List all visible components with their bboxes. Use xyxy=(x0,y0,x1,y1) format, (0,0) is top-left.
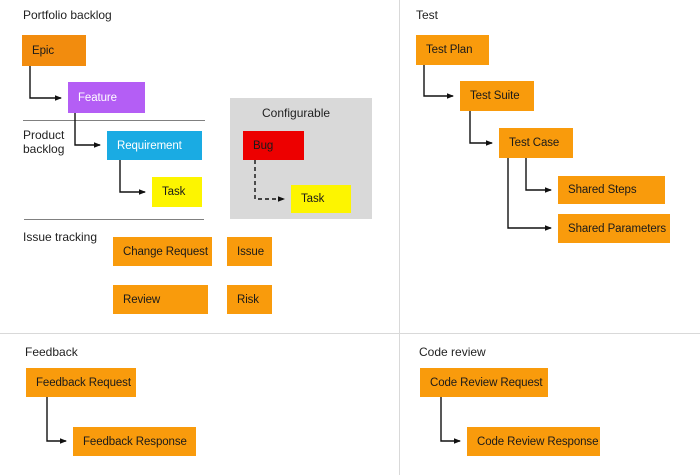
node-test-case[interactable]: Test Case xyxy=(499,128,573,158)
configurable-group-title: Configurable xyxy=(262,106,331,120)
node-requirement[interactable]: Requirement xyxy=(107,131,202,160)
node-task-product[interactable]: Task xyxy=(152,177,202,207)
connector-testcase-to-sharedparameters xyxy=(507,158,552,231)
node-test-plan[interactable]: Test Plan xyxy=(416,35,489,65)
node-code-review-response[interactable]: Code Review Response xyxy=(467,427,600,456)
section-label-feedback: Feedback xyxy=(25,345,78,359)
connector-testsuite-to-testcase xyxy=(469,111,493,146)
connector-testplan-to-testsuite xyxy=(423,65,454,99)
section-label-issue-tracking: Issue tracking xyxy=(23,230,98,244)
node-code-review-request[interactable]: Code Review Request xyxy=(420,368,548,397)
node-epic[interactable]: Epic xyxy=(22,35,86,66)
node-task-configurable[interactable]: Task xyxy=(291,185,351,213)
section-rule-1 xyxy=(23,120,205,121)
connector-epic-to-feature xyxy=(29,66,62,101)
section-rule-2 xyxy=(24,219,204,220)
connector-feature-to-requirement xyxy=(74,113,101,148)
node-shared-steps[interactable]: Shared Steps xyxy=(558,176,665,204)
connector-requirement-to-task xyxy=(119,160,146,195)
node-feedback-request[interactable]: Feedback Request xyxy=(26,368,136,397)
section-label-test: Test xyxy=(416,8,439,22)
node-risk[interactable]: Risk xyxy=(227,285,272,314)
section-label-product-backlog: Product backlog xyxy=(23,128,65,156)
connector-testcase-to-sharedsteps xyxy=(525,158,552,193)
vertical-quadrant-divider xyxy=(399,0,400,475)
node-feature[interactable]: Feature xyxy=(68,82,145,113)
node-issue[interactable]: Issue xyxy=(227,237,272,266)
section-label-code-review: Code review xyxy=(419,345,486,359)
node-change-request[interactable]: Change Request xyxy=(113,237,212,266)
connector-feedbackrequest-to-feedbackresponse xyxy=(46,397,67,444)
node-shared-parameters[interactable]: Shared Parameters xyxy=(558,214,670,243)
node-feedback-response[interactable]: Feedback Response xyxy=(73,427,196,456)
node-bug[interactable]: Bug xyxy=(243,131,304,160)
node-review[interactable]: Review xyxy=(113,285,208,314)
node-test-suite[interactable]: Test Suite xyxy=(460,81,534,111)
section-label-portfolio-backlog: Portfolio backlog xyxy=(23,8,112,22)
horizontal-quadrant-divider xyxy=(0,333,700,334)
connector-codereviewrequest-to-codereviewresponse xyxy=(440,397,461,444)
